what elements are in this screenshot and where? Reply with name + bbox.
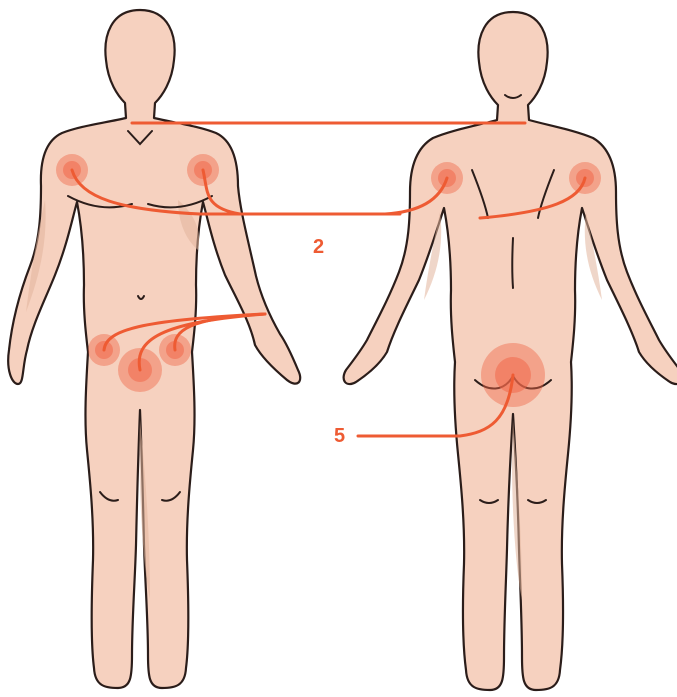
callout-label-5: 5 bbox=[334, 425, 345, 448]
front-body-figure bbox=[8, 10, 300, 688]
back-spine bbox=[512, 238, 513, 288]
callout-label-2: 2 bbox=[313, 236, 324, 259]
front-body-outline bbox=[8, 10, 300, 688]
